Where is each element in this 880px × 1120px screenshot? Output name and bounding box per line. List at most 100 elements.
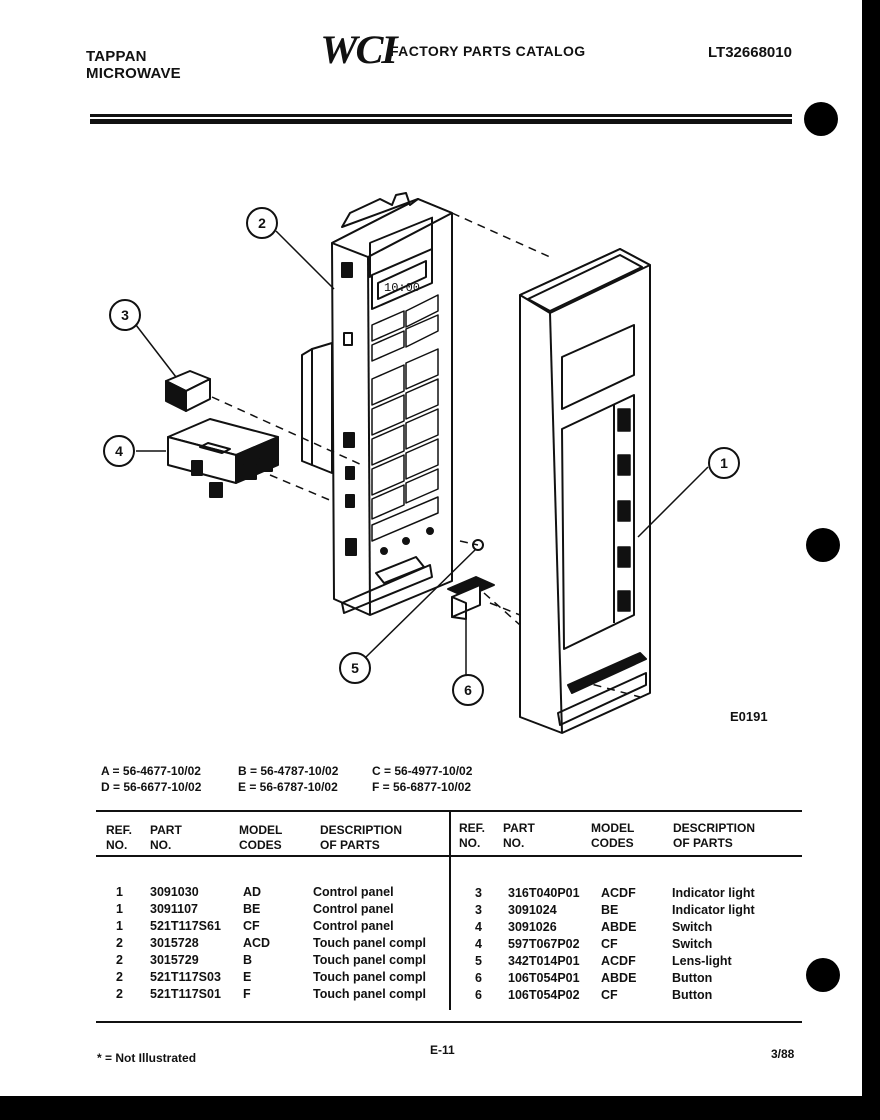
brand-line2: MICROWAVE <box>86 65 181 82</box>
button-part <box>447 576 495 620</box>
cell-ref-no: 5 <box>475 954 482 968</box>
header-rule-bottom <box>90 119 792 124</box>
svg-text:4: 4 <box>115 443 123 459</box>
catalog-date: 3/88 <box>771 1047 795 1061</box>
cell-model-codes: BE <box>243 902 261 916</box>
cell-part-no: 521T117S01 <box>150 987 221 1001</box>
cell-part-no: 3091107 <box>150 902 198 916</box>
header-ref: REF.NO. <box>459 821 486 850</box>
cell-description: Touch panel compl <box>313 987 426 1001</box>
cell-part-no: 3015729 <box>150 953 199 967</box>
control-panel-part <box>519 248 651 734</box>
cell-description: Button <box>672 971 713 985</box>
cell-ref-no: 2 <box>116 953 123 967</box>
cell-description: Switch <box>672 937 713 951</box>
cell-ref-no: 1 <box>116 902 123 916</box>
catalog-page: TAPPAN MICROWAVE WCI FACTORY PARTS CATAL… <box>0 0 862 1096</box>
cell-model-codes: ACD <box>243 936 271 950</box>
cell-ref-no: 3 <box>475 903 482 917</box>
cell-model-codes: ACDF <box>601 886 636 900</box>
brand-line1: TAPPAN <box>86 48 147 65</box>
callout-3: 3 <box>109 299 141 331</box>
figure-code: E0191 <box>730 709 768 724</box>
cell-model-codes: ABDE <box>601 920 637 934</box>
header-rule-top <box>90 114 792 117</box>
table-top-rule <box>96 810 802 812</box>
wci-logo: WCI <box>320 27 397 72</box>
cell-ref-no: 2 <box>116 987 123 1001</box>
model-code-b: B = 56-4787-10/02 <box>238 764 339 778</box>
edge-mark <box>0 1004 10 1007</box>
cell-description: Touch panel compl <box>313 953 426 967</box>
exploded-parts-diagram: 10:00 <box>103 192 768 734</box>
table-bottom-rule <box>96 1021 802 1023</box>
cell-description: Touch panel compl <box>313 936 426 950</box>
cell-model-codes: B <box>243 953 253 967</box>
table-column-divider <box>449 812 451 1010</box>
cell-model-codes: E <box>243 970 252 984</box>
cell-part-no: 3091030 <box>150 885 199 899</box>
panel-display-text: 10:00 <box>384 281 420 295</box>
cell-model-codes: CF <box>601 988 618 1002</box>
edge-mark <box>0 128 10 131</box>
svg-text:5: 5 <box>351 660 359 676</box>
page-number: E-11 <box>430 1043 455 1057</box>
callout-4: 4 <box>103 435 135 467</box>
svg-text:1: 1 <box>720 455 728 471</box>
cell-description: Control panel <box>313 919 394 933</box>
cell-ref-no: 6 <box>475 971 482 985</box>
cell-part-no: 521T117S03 <box>150 970 221 984</box>
cell-model-codes: CF <box>243 919 260 933</box>
cell-part-no: 316T040P01 <box>508 886 580 900</box>
cell-description: Indicator light <box>672 886 755 900</box>
cell-description: Control panel <box>313 885 394 899</box>
svg-text:6: 6 <box>464 682 472 698</box>
cell-description: Control panel <box>313 902 394 916</box>
not-illustrated-note: * = Not Illustrated <box>97 1051 197 1065</box>
header-ref: REF.NO. <box>106 823 133 852</box>
cell-part-no: 597T067P02 <box>508 937 580 951</box>
binder-hole <box>806 528 840 562</box>
document-number: LT32668010 <box>708 44 792 61</box>
touch-panel-part: 10:00 <box>301 192 453 616</box>
cell-ref-no: 3 <box>475 886 482 900</box>
cell-model-codes: F <box>243 987 251 1001</box>
binder-hole <box>804 102 838 136</box>
callout-2: 2 <box>246 207 278 239</box>
svg-text:2: 2 <box>258 215 266 231</box>
model-code-c: C = 56-4977-10/02 <box>372 764 473 778</box>
cell-model-codes: BE <box>601 903 619 917</box>
callout-6: 6 <box>452 674 484 706</box>
binder-hole <box>806 958 840 992</box>
switch-part <box>167 418 279 498</box>
catalog-title: FACTORY PARTS CATALOG <box>390 43 586 59</box>
cell-part-no: 3091026 <box>508 920 557 934</box>
cell-ref-no: 1 <box>116 885 123 899</box>
cell-model-codes: CF <box>601 937 618 951</box>
cell-ref-no: 4 <box>475 937 482 951</box>
cell-description: Button <box>672 988 713 1002</box>
cell-description: Switch <box>672 920 713 934</box>
callout-5: 5 <box>339 652 371 684</box>
model-code-d: D = 56-6677-10/02 <box>101 780 202 794</box>
callout-1: 1 <box>708 447 740 479</box>
model-code-e: E = 56-6787-10/02 <box>238 780 338 794</box>
model-code-f: F = 56-6877-10/02 <box>372 780 472 794</box>
cell-model-codes: ABDE <box>601 971 637 985</box>
cell-ref-no: 1 <box>116 919 123 933</box>
indicator-light-part <box>165 370 211 412</box>
svg-text:3: 3 <box>121 307 129 323</box>
cell-ref-no: 6 <box>475 988 482 1002</box>
cell-ref-no: 2 <box>116 970 123 984</box>
cell-ref-no: 2 <box>116 936 123 950</box>
cell-description: Lens-light <box>672 954 732 968</box>
cell-description: Touch panel compl <box>313 970 426 984</box>
cell-model-codes: ACDF <box>601 954 636 968</box>
cell-part-no: 3091024 <box>508 903 557 917</box>
cell-description: Indicator light <box>672 903 755 917</box>
